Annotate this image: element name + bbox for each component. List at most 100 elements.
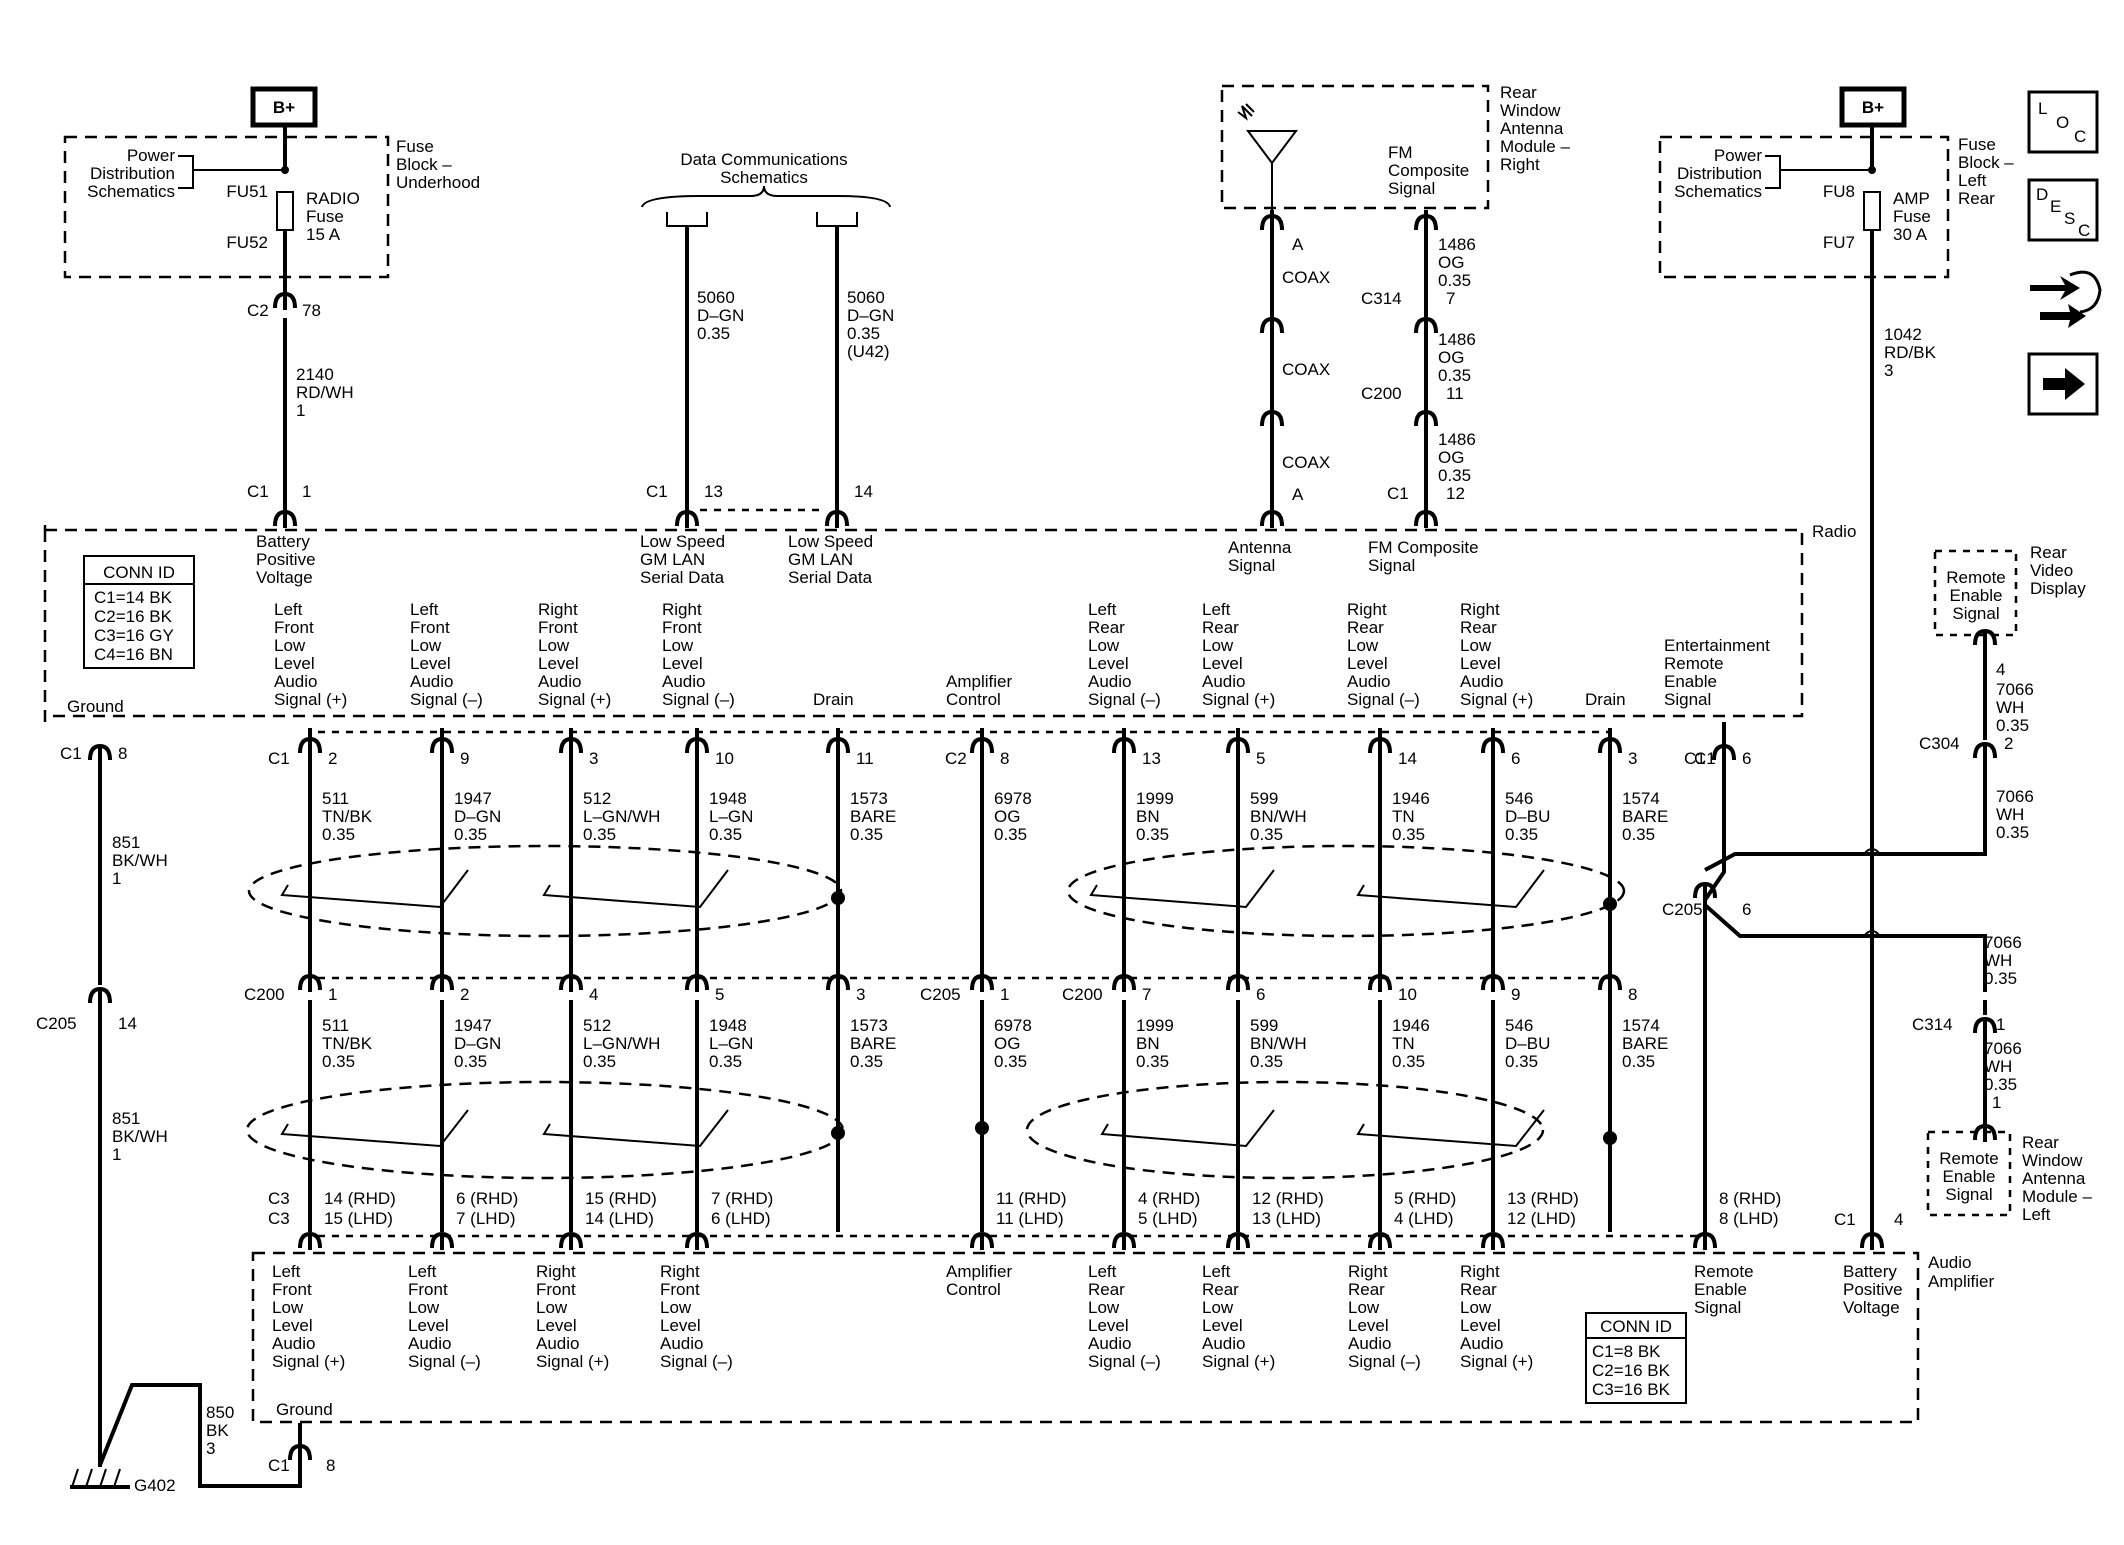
svg-text:Voltage: Voltage	[256, 568, 313, 587]
svg-text:Rear: Rear	[1202, 1280, 1239, 1299]
svg-text:Low: Low	[538, 636, 570, 655]
svg-text:4: 4	[1894, 1210, 1903, 1229]
svg-text:COAX: COAX	[1282, 360, 1330, 379]
svg-text:2: 2	[2004, 734, 2013, 753]
svg-text:WH: WH	[1996, 805, 2024, 824]
svg-text:Rear: Rear	[2022, 1133, 2059, 1152]
svg-text:Left: Left	[1958, 171, 1987, 190]
svg-text:Serial Data: Serial Data	[788, 568, 873, 587]
svg-text:Level: Level	[1460, 654, 1501, 673]
svg-text:COAX: COAX	[1282, 268, 1330, 287]
svg-text:14: 14	[854, 482, 873, 501]
wire-label-lower: 0.35	[1392, 1052, 1425, 1071]
wire-label-upper: 0.35	[583, 825, 616, 844]
wire-label-upper: 1946	[1392, 789, 1430, 808]
description-button[interactable]: D E S C	[2027, 178, 2099, 242]
wire-label-lower: TN	[1392, 1034, 1415, 1053]
svg-text:3: 3	[206, 1439, 215, 1458]
svg-text:1: 1	[302, 482, 311, 501]
connector-end-view-icon[interactable]	[2030, 270, 2102, 328]
svg-text:850: 850	[206, 1403, 234, 1422]
svg-text:Amplifier: Amplifier	[946, 672, 1012, 691]
wire-label-lower: 0.35	[1505, 1052, 1538, 1071]
svg-text:Remote: Remote	[1664, 654, 1724, 673]
pin-lhd: 15 (LHD)	[324, 1209, 393, 1228]
wire-label-upper: BN/WH	[1250, 807, 1307, 826]
wire-label-upper: 0.35	[1250, 825, 1283, 844]
svg-text:Low: Low	[662, 636, 694, 655]
wire-label-upper: 512	[583, 789, 611, 808]
svg-text:Module –: Module –	[2022, 1187, 2092, 1206]
svg-text:Signal: Signal	[1388, 179, 1435, 198]
wire-label-upper: 1999	[1136, 789, 1174, 808]
connector-c1-right: C1	[1684, 749, 1706, 768]
svg-text:Display: Display	[2030, 579, 2086, 598]
svg-text:Window: Window	[1500, 101, 1561, 120]
wire-label-upper: L–GN	[709, 807, 753, 826]
amplifier-outline	[251, 1251, 1920, 1424]
bplus-underhood: B+	[250, 86, 318, 170]
connector-c200-rear: C200	[1062, 985, 1103, 1004]
wire-label-upper: 0.35	[454, 825, 487, 844]
svg-text:1486: 1486	[1438, 430, 1476, 449]
svg-text:Front: Front	[272, 1280, 312, 1299]
next-arrow-button[interactable]	[2027, 352, 2099, 416]
svg-text:0.35: 0.35	[1984, 969, 2017, 988]
svg-text:Left: Left	[1088, 600, 1117, 619]
svg-text:Audio: Audio	[410, 672, 453, 691]
connector-c3: C3	[268, 1209, 290, 1228]
svg-text:OG: OG	[1438, 448, 1464, 467]
svg-text:Signal (+): Signal (+)	[1460, 690, 1533, 709]
wire-label-upper: 0.35	[322, 825, 355, 844]
svg-text:Front: Front	[538, 618, 578, 637]
svg-text:Entertainment: Entertainment	[1664, 636, 1770, 655]
svg-text:Rear: Rear	[1958, 189, 1995, 208]
pin-lhd: 11 (LHD)	[996, 1209, 1064, 1228]
svg-text:851: 851	[112, 1109, 140, 1128]
svg-text:Fuse: Fuse	[396, 137, 434, 156]
svg-text:Underhood: Underhood	[396, 173, 480, 192]
svg-text:12: 12	[1446, 484, 1465, 503]
svg-text:Front: Front	[274, 618, 314, 637]
pin-rhd: 6 (RHD)	[456, 1189, 518, 1208]
svg-text:C: C	[2074, 127, 2086, 146]
wire-label-lower: 6978	[994, 1016, 1032, 1035]
svg-text:C1=8 BK: C1=8 BK	[1592, 1342, 1661, 1361]
svg-text:Level: Level	[660, 1316, 701, 1335]
wire-label-lower: 0.35	[709, 1052, 742, 1071]
svg-text:C2: C2	[247, 301, 269, 320]
svg-text:Level: Level	[1202, 1316, 1243, 1335]
svg-text:C200: C200	[1361, 384, 1402, 403]
svg-text:Block –: Block –	[1958, 153, 2014, 172]
svg-text:Signal (–): Signal (–)	[660, 1352, 733, 1371]
wire-label-lower: L–GN/WH	[583, 1034, 660, 1053]
location-button[interactable]: L O C	[2027, 90, 2099, 154]
wire-label-lower: 1946	[1392, 1016, 1430, 1035]
svg-text:Amplifier: Amplifier	[1928, 1272, 1994, 1291]
svg-text:Low: Low	[536, 1298, 568, 1317]
pin-number-c200: 1	[328, 985, 337, 1004]
svg-text:OG: OG	[1438, 253, 1464, 272]
svg-text:Level: Level	[272, 1316, 313, 1335]
svg-text:Low: Low	[660, 1298, 692, 1317]
lan-wires: 5060 D–GN 0.35 5060 D–GN 0.35 (U42) C1 1…	[640, 226, 894, 587]
svg-text:Right: Right	[1348, 1262, 1388, 1281]
svg-text:Schematics: Schematics	[720, 168, 808, 187]
svg-text:0.35: 0.35	[697, 324, 730, 343]
svg-text:Level: Level	[274, 654, 315, 673]
wire-label-lower: TN/BK	[322, 1034, 373, 1053]
pin-number-c1: 3	[589, 749, 598, 768]
svg-text:Signal (+): Signal (+)	[272, 1352, 345, 1371]
radio-outline	[43, 525, 1804, 722]
svg-text:WH: WH	[1996, 698, 2024, 717]
amplifier-label: Audio	[1928, 1253, 1971, 1272]
wire-label-lower: 512	[583, 1016, 611, 1035]
pin-lhd: 12 (LHD)	[1507, 1209, 1576, 1228]
pin-number-c200: 9	[1511, 985, 1520, 1004]
svg-text:WH: WH	[1984, 1057, 2012, 1076]
svg-text:WH: WH	[1984, 951, 2012, 970]
svg-text:G402: G402	[134, 1476, 176, 1495]
svg-text:C1: C1	[268, 1456, 290, 1475]
wire-label-upper: 0.35	[1622, 825, 1655, 844]
svg-text:0.35: 0.35	[847, 324, 880, 343]
